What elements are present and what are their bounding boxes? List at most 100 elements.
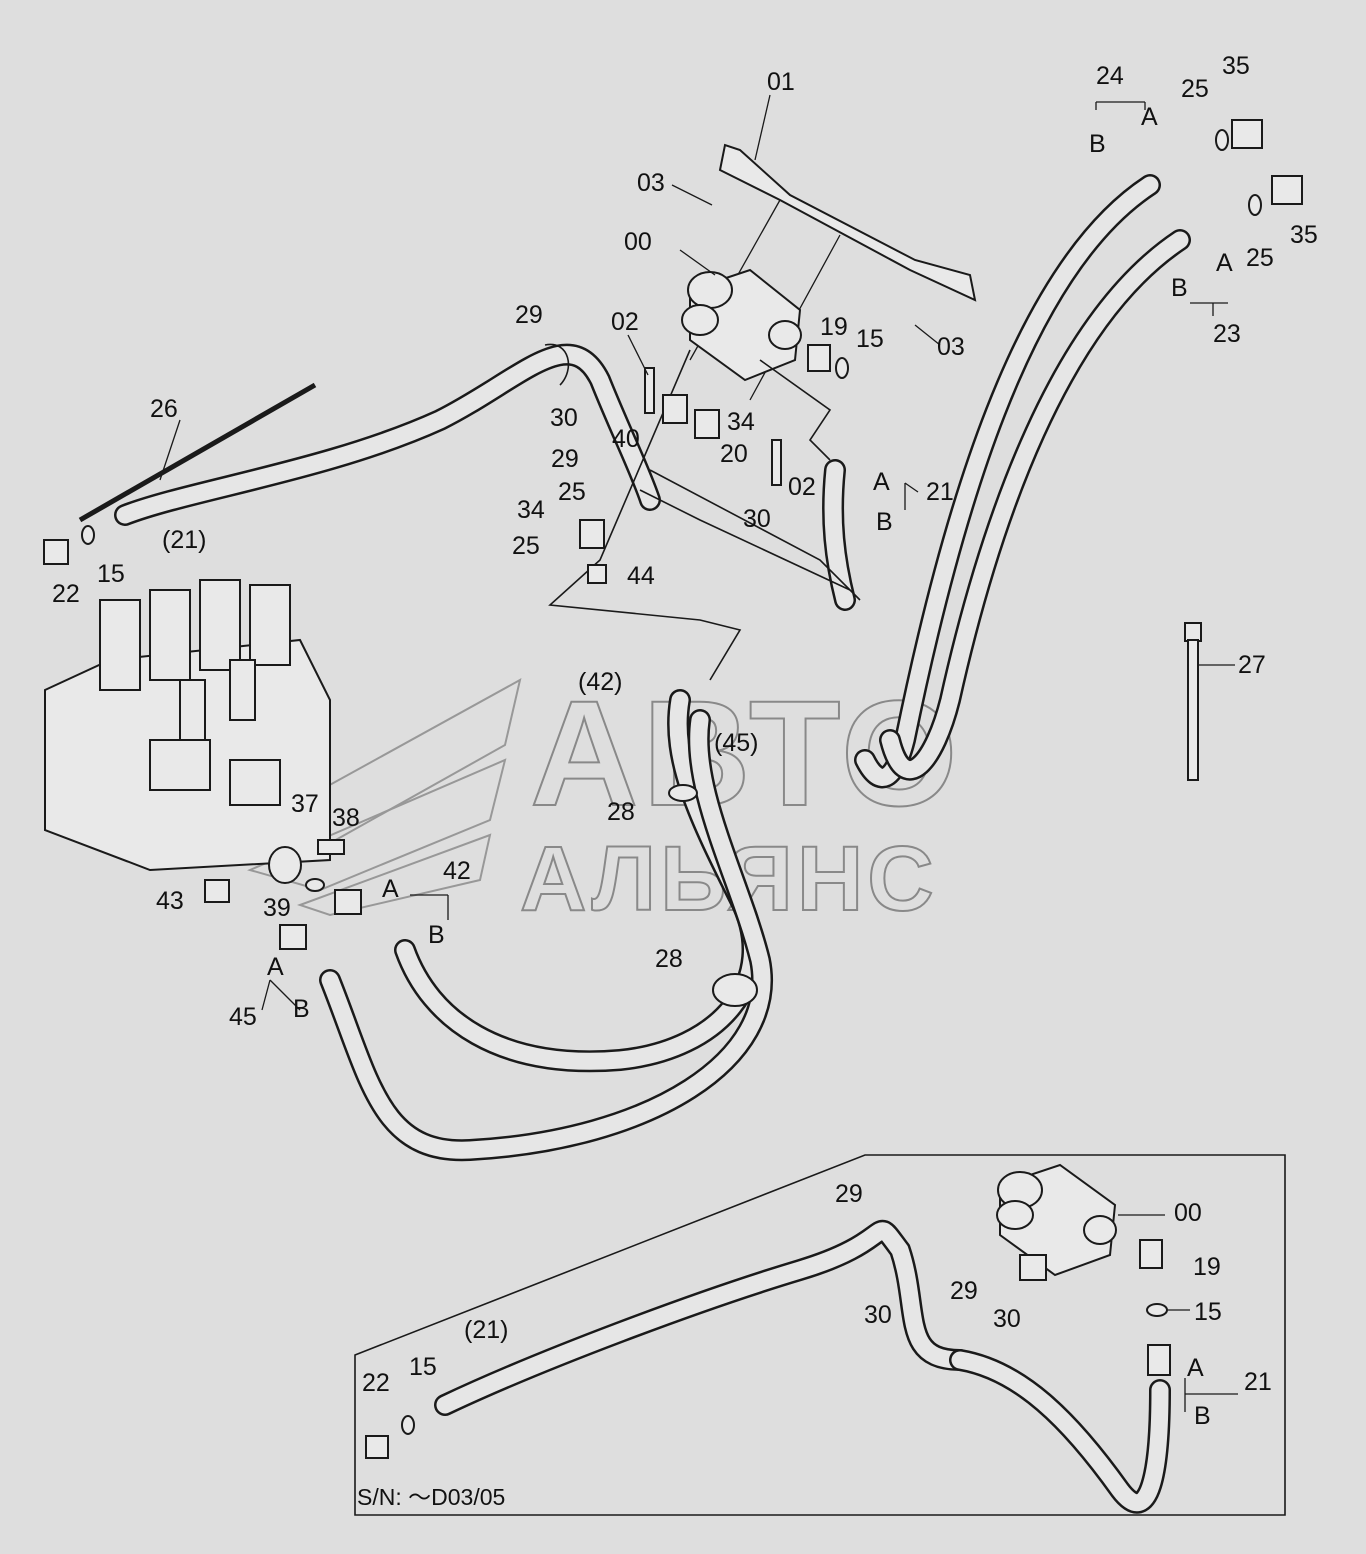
serial-note: S/N: ～D03/05 [357, 1484, 505, 1510]
label-25-left: 25 [512, 532, 540, 560]
label-21-A: A [873, 468, 890, 496]
rod-26 [78, 382, 317, 523]
label-45: 45 [229, 1003, 257, 1031]
label-38: 38 [332, 804, 360, 832]
plug-22 [43, 539, 69, 565]
label-40: 40 [612, 425, 640, 453]
label-29-top: 29 [515, 301, 543, 329]
label-21-paren: (21) [162, 526, 206, 554]
label-25-top: 25 [1181, 75, 1209, 103]
bolt-38 [317, 839, 345, 855]
inset-label-21-paren: (21) [464, 1316, 508, 1344]
inset-label-22: 22 [362, 1369, 390, 1397]
fitting-34b [694, 409, 720, 439]
inset-oring-15b [401, 1415, 415, 1435]
label-42-paren: (42) [578, 668, 622, 696]
flange-37 [268, 846, 302, 884]
label-34-left: 34 [517, 496, 545, 524]
oring-25c [1215, 129, 1229, 151]
fitting-34c [579, 519, 605, 549]
inset-label-30-left: 30 [864, 1301, 892, 1329]
inset-hose-21b [949, 1349, 1171, 1514]
leader-lines [159, 94, 1235, 1011]
label-35-top: 35 [1222, 52, 1250, 80]
label-03-top: 03 [637, 169, 665, 197]
label-03-right: 03 [937, 333, 965, 361]
oring-39 [305, 878, 325, 892]
label-01: 01 [767, 68, 795, 96]
bolt-02b [771, 439, 782, 486]
inset-label-21: 21 [1244, 1368, 1272, 1396]
label-29-mid: 29 [551, 445, 579, 473]
fitting-34a [662, 394, 688, 424]
label-45-paren: (45) [714, 729, 758, 757]
inset-label-29-mid: 29 [950, 1277, 978, 1305]
label-45-A: A [267, 953, 284, 981]
cable-tie-27 [1184, 622, 1202, 781]
label-30-mid: 30 [743, 505, 771, 533]
fitting-45a [279, 924, 307, 950]
clamp-29a [544, 343, 570, 386]
oring-15 [835, 357, 849, 379]
inset-label-29-top: 29 [835, 1180, 863, 1208]
label-28-mid: 28 [607, 798, 635, 826]
label-15-top: 15 [856, 325, 884, 353]
label-23-B: B [1171, 274, 1188, 302]
inset-label-19: 19 [1193, 1253, 1221, 1281]
label-21-right: 21 [926, 478, 954, 506]
label-22: 22 [52, 580, 80, 608]
label-15-left: 15 [97, 560, 125, 588]
inset-part-labels: 29 00 19 30 29 30 15 (21) 15 22 A 21 B [362, 1180, 1272, 1430]
label-37: 37 [291, 790, 319, 818]
label-00: 00 [624, 228, 652, 256]
label-28-bottom: 28 [655, 945, 683, 973]
label-24: 24 [1096, 62, 1124, 90]
label-26: 26 [150, 395, 178, 423]
label-45-B: B [293, 995, 310, 1023]
label-24-A: A [1141, 103, 1158, 131]
inset-label-15-left: 15 [409, 1353, 437, 1381]
label-30-left: 30 [550, 404, 578, 432]
solenoid-valve-00 [681, 268, 802, 382]
label-24-B: B [1089, 130, 1106, 158]
inset-label-21-B: B [1194, 1402, 1211, 1430]
label-19: 19 [820, 313, 848, 341]
parts [43, 119, 1303, 1007]
label-42-B: B [428, 921, 445, 949]
inset-label-15-right: 15 [1194, 1298, 1222, 1326]
inset-solenoid-valve-00 [996, 1163, 1117, 1281]
label-42-A: A [382, 875, 399, 903]
label-44: 44 [627, 562, 655, 590]
label-43: 43 [156, 887, 184, 915]
label-25-right: 25 [1246, 244, 1274, 272]
label-02-top: 02 [611, 308, 639, 336]
label-27: 27 [1238, 651, 1266, 679]
oring-25d [1248, 194, 1262, 216]
inset-box: S/N: ～D03/05 [354, 1154, 1286, 1516]
inset-oring-15a [1146, 1303, 1168, 1317]
inset-label-21-A: A [1187, 1354, 1204, 1382]
cap-35a [1231, 119, 1263, 149]
label-39: 39 [263, 894, 291, 922]
label-34-top: 34 [727, 408, 755, 436]
fitting-42a [334, 889, 362, 915]
bolt-02a [644, 367, 655, 414]
label-20: 20 [720, 440, 748, 468]
fitting-43 [204, 879, 230, 903]
elbow-19 [807, 344, 831, 372]
clamp-28a [668, 784, 698, 802]
oring-15b [81, 525, 95, 545]
label-02-mid: 02 [788, 473, 816, 501]
label-35-right: 35 [1290, 221, 1318, 249]
clamp-28b [712, 973, 758, 1007]
control-valve-block [44, 579, 331, 872]
fitting-44 [587, 564, 607, 584]
part-labels: 01 03 03 00 29 02 19 15 30 40 34 29 20 2… [52, 52, 1318, 1031]
cap-35b [1271, 175, 1303, 205]
hoses [114, 174, 1191, 1162]
inset-elbow-19 [1139, 1239, 1163, 1269]
label-25-mid: 25 [558, 478, 586, 506]
label-42: 42 [443, 857, 471, 885]
